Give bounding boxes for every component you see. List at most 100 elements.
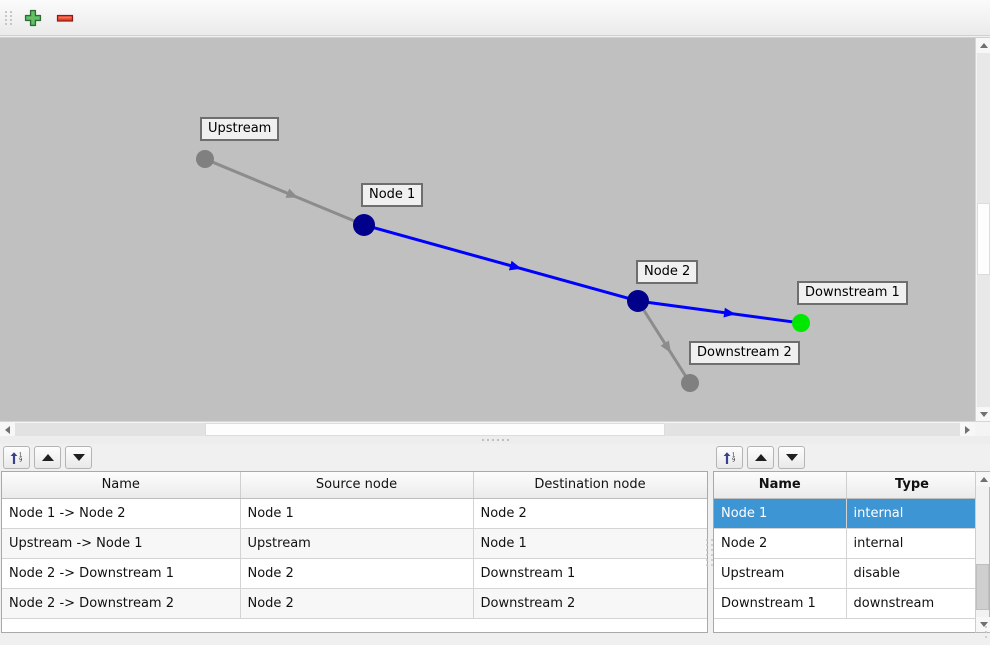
scroll-left-button[interactable] [0, 422, 15, 437]
scroll-right-button[interactable] [960, 422, 975, 437]
nodes-cell-0-0[interactable]: Node 1 [714, 498, 847, 529]
scroll-down-button[interactable] [976, 407, 990, 422]
graph-edge-arrow-upstream-node1 [285, 188, 299, 198]
minus-icon [56, 14, 74, 22]
chevron-left-icon [5, 425, 10, 434]
nodes-cell-1-0[interactable]: Node 2 [714, 528, 847, 559]
graph-edge-arrow-node2-downstream2 [660, 340, 671, 353]
edges-cell-2-1[interactable]: Node 2 [240, 558, 474, 589]
graph-node-label-downstream2[interactable]: Downstream 2 [689, 341, 800, 365]
graph-node-downstream1[interactable] [792, 314, 810, 332]
nodes-cell-3-0[interactable]: Downstream 1 [714, 588, 847, 619]
panel-splitter[interactable] [0, 436, 990, 444]
nodes-table-scrollbar[interactable] [975, 471, 990, 633]
nodes-column-header-0[interactable]: Name [714, 472, 847, 499]
canvas-horizontal-scrollbar[interactable] [0, 421, 990, 437]
nodes-move-down-button[interactable] [778, 446, 805, 469]
edges-cell-1-0[interactable]: Upstream -> Node 1 [2, 528, 241, 559]
arrow-up-icon [41, 454, 54, 461]
edges-panel-side-grip[interactable] [704, 534, 709, 570]
graph-edge-layer [211, 160, 794, 378]
nodes-scroll-thumb[interactable] [976, 564, 989, 610]
edges-cell-3-1[interactable]: Node 2 [240, 588, 474, 619]
edges-column-header-2[interactable]: Destination node [473, 472, 707, 499]
graph-node-label-node2[interactable]: Node 2 [636, 260, 699, 284]
svg-text:9: 9 [19, 457, 22, 463]
main-toolbar [0, 0, 990, 36]
nodes-panel-side-grip[interactable] [709, 534, 714, 570]
nodes-cell-3-1[interactable]: downstream [846, 588, 978, 619]
edges-cell-0-1[interactable]: Node 1 [240, 498, 474, 529]
graph-edge-node2-downstream2[interactable] [642, 308, 687, 378]
nodes-cell-2-1[interactable]: disable [846, 558, 978, 589]
edges-cell-0-2[interactable]: Node 2 [473, 498, 707, 529]
add-button[interactable] [18, 3, 48, 33]
graph-node-downstream2[interactable] [681, 374, 699, 392]
splitter-grip-icon [481, 439, 509, 441]
graph-node-node1[interactable] [353, 214, 375, 236]
remove-button[interactable] [50, 3, 80, 33]
svg-text:9: 9 [732, 457, 735, 463]
edges-cell-1-2[interactable]: Node 1 [473, 528, 707, 559]
graph-node-label-node1[interactable]: Node 1 [361, 183, 424, 207]
edges-move-up-button[interactable] [34, 446, 61, 469]
graph-node-node2[interactable] [627, 290, 649, 312]
nodes-cell-2-0[interactable]: Upstream [714, 558, 847, 589]
sort-ascending-icon: 1 9 [723, 451, 735, 464]
nodes-scroll-down-button[interactable] [976, 617, 990, 632]
edges-cell-2-0[interactable]: Node 2 -> Downstream 1 [2, 558, 241, 589]
svg-text:1: 1 [732, 452, 735, 458]
graph-edge-node2-downstream1[interactable] [647, 300, 794, 324]
edges-column-header-1[interactable]: Source node [240, 472, 474, 499]
graph-node-label-downstream1[interactable]: Downstream 1 [797, 281, 908, 305]
nodes-cell-0-1[interactable]: internal [846, 498, 978, 529]
nodes-panel-toolbar: 1 9 [709, 444, 990, 471]
toolbar-drag-handle[interactable] [3, 7, 13, 29]
edges-panel-toolbar: 1 9 [0, 444, 709, 471]
edges-cell-2-2[interactable]: Downstream 1 [473, 558, 707, 589]
graph-node-label-upstream[interactable]: Upstream [200, 117, 280, 141]
scroll-up-button[interactable] [976, 38, 990, 53]
horizontal-scroll-thumb[interactable] [205, 423, 665, 436]
nodes-column-header-1[interactable]: Type [846, 472, 978, 499]
chevron-right-icon [965, 425, 970, 434]
nodes-sort-button[interactable]: 1 9 [716, 446, 743, 469]
arrow-down-icon [785, 454, 798, 461]
edges-column-header-0[interactable]: Name [2, 472, 241, 499]
nodes-move-up-button[interactable] [747, 446, 774, 469]
graph-edge-upstream-node1[interactable] [211, 160, 356, 223]
graph-node-upstream[interactable] [196, 150, 214, 168]
vertical-scroll-thumb[interactable] [977, 203, 990, 275]
edges-cell-1-1[interactable]: Upstream [240, 528, 474, 559]
nodes-cell-1-1[interactable]: internal [846, 528, 978, 559]
edges-move-down-button[interactable] [65, 446, 92, 469]
resize-grip-icon[interactable] [983, 625, 988, 639]
nodes-scroll-up-button[interactable] [976, 472, 990, 487]
graph-edge-node1-node2[interactable] [373, 226, 629, 300]
edges-cell-3-0[interactable]: Node 2 -> Downstream 2 [2, 588, 241, 619]
edges-cell-0-0[interactable]: Node 1 -> Node 2 [2, 498, 241, 529]
canvas-vertical-scrollbar[interactable] [975, 38, 990, 422]
edges-cell-3-2[interactable]: Downstream 2 [473, 588, 707, 619]
chevron-up-icon [979, 477, 988, 482]
chevron-down-icon [979, 412, 988, 417]
edges-sort-button[interactable]: 1 9 [3, 446, 30, 469]
